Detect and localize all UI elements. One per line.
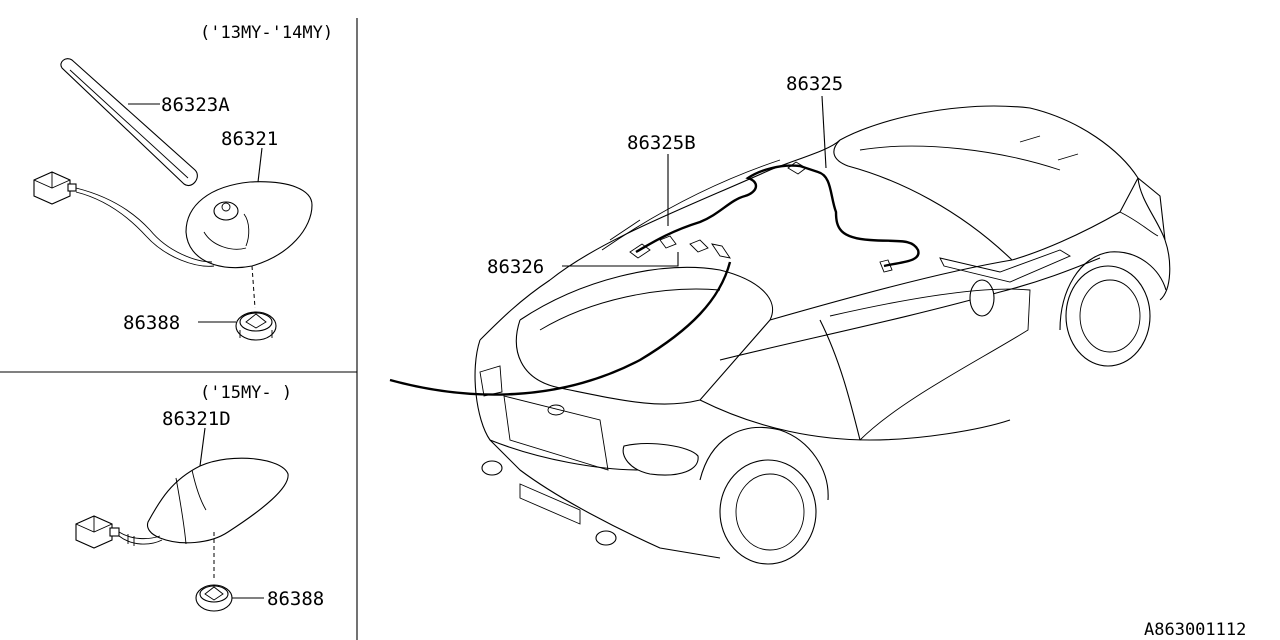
label-86326: 86326 — [487, 256, 544, 278]
label-86325: 86325 — [786, 73, 843, 95]
label-86388-top: 86388 — [123, 312, 180, 334]
grommet-bottom — [195, 584, 233, 612]
label-86388-bottom: 86388 — [267, 588, 324, 610]
feeder-cord-86325-cable — [635, 164, 920, 268]
leader-86321 — [257, 147, 263, 183]
diagram-id: A863001112 — [1144, 620, 1246, 640]
leader-86325 — [821, 95, 827, 169]
leader-86321D — [199, 427, 206, 467]
feeder-cord-86325B-cable — [389, 261, 732, 396]
bottom-panel-title: ('15MY- ) — [200, 383, 292, 403]
antenna-base — [185, 181, 313, 269]
dash-base-to-grommet — [251, 265, 256, 309]
grommet-top — [235, 311, 277, 341]
antenna-mast — [60, 58, 198, 186]
label-86323A: 86323A — [161, 94, 230, 116]
trunk-trim — [601, 159, 781, 251]
antenna-connector-bottom — [75, 515, 163, 549]
feeder-clips — [629, 161, 893, 273]
label-86321D: 86321D — [162, 408, 231, 430]
vehicle-body — [474, 105, 1171, 565]
label-86325B: 86325B — [627, 132, 696, 154]
leader-86326 — [562, 252, 679, 267]
antenna-connector-top — [33, 171, 215, 267]
label-86321: 86321 — [221, 128, 278, 150]
shark-fin-antenna — [146, 457, 289, 545]
top-panel-title: ('13MY-'14MY) — [200, 23, 333, 43]
